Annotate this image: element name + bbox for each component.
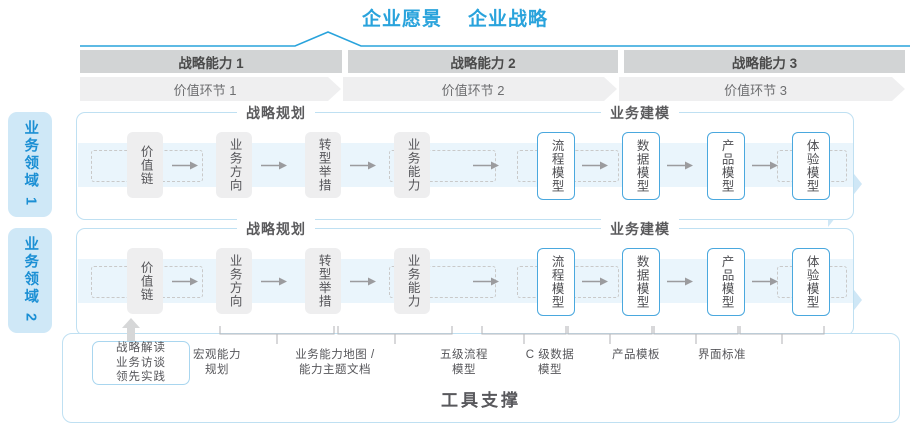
- tool-label-line1: 五级流程: [440, 349, 488, 361]
- domain-tab-1[interactable]: 业务领域 1: [8, 112, 52, 217]
- arrow-icon: [350, 277, 376, 286]
- capability-header-row: 战略能力 1 战略能力 2 战略能力 3: [80, 50, 905, 73]
- title-enterprise-vision: 企业愿景: [361, 8, 442, 30]
- domain-row-1: 战略规划 业务建模 价值链 业务方向 转型举措 业务能力 流程模型 数据模型 产…: [76, 103, 854, 220]
- process-box-label: 流程模型: [549, 139, 564, 193]
- arrow-icon: [667, 161, 693, 170]
- capability-bar-3[interactable]: 战略能力 3: [624, 50, 905, 73]
- process-box-label: 数据模型: [634, 139, 649, 193]
- tool-label-line1: 业务能力地图 /: [295, 349, 375, 361]
- section-label-strategic-planning-2: 战略规划: [237, 219, 315, 239]
- process-box-transformation-2[interactable]: 转型举措: [305, 248, 341, 314]
- process-box-business-capability-2[interactable]: 业务能力: [394, 248, 430, 314]
- process-box-label: 业务方向: [227, 254, 242, 308]
- process-box-business-capability-1[interactable]: 业务能力: [394, 132, 430, 198]
- tool-label-line1: C 级数据: [525, 349, 575, 361]
- value-chain-background: [80, 77, 905, 101]
- process-box-data-model-2[interactable]: 数据模型: [622, 248, 660, 316]
- process-box-label: 业务能力: [405, 138, 420, 192]
- process-box-business-direction-1[interactable]: 业务方向: [216, 132, 252, 198]
- process-box-experience-model-2[interactable]: 体验模型: [792, 248, 830, 316]
- arrow-icon: [473, 277, 499, 286]
- value-chain-label-1[interactable]: 价值环节 1: [173, 82, 237, 98]
- value-chain-label-3[interactable]: 价值环节 3: [724, 82, 787, 98]
- tool-label-line2: 模型: [538, 363, 562, 376]
- process-box-label: 业务方向: [227, 138, 242, 192]
- value-chain-label-2[interactable]: 价值环节 2: [441, 82, 505, 98]
- header-titles: 企业愿景 企业战略: [0, 4, 910, 30]
- tool-label-line1: 界面标准: [698, 349, 746, 361]
- process-box-transformation-1[interactable]: 转型举措: [305, 132, 341, 198]
- process-box-label: 体验模型: [804, 255, 819, 309]
- process-box-process-model-1[interactable]: 流程模型: [537, 132, 575, 200]
- process-box-label: 数据模型: [634, 255, 649, 309]
- tool-label-2: 业务能力地图 / 能力主题文档: [270, 348, 400, 378]
- tool-label-1: 宏观能力 规划: [162, 348, 272, 378]
- process-box-experience-model-1[interactable]: 体验模型: [792, 132, 830, 200]
- process-box-label: 业务能力: [405, 254, 420, 308]
- capability-bar-1[interactable]: 战略能力 1: [80, 50, 342, 73]
- strategy-interpretation-box[interactable]: 战略解读 业务访谈 领先实践: [92, 341, 190, 385]
- tool-label-5: 产品模板: [581, 348, 691, 363]
- process-box-process-model-2[interactable]: 流程模型: [537, 248, 575, 316]
- section-label-business-modeling-2: 业务建模: [601, 219, 679, 239]
- arrow-icon: [582, 277, 608, 286]
- process-box-label: 产品模型: [719, 255, 734, 309]
- section-label-business-modeling-1: 业务建模: [601, 103, 679, 123]
- blue-connector-line: [80, 31, 910, 47]
- tool-label-line1: 宏观能力: [193, 349, 241, 361]
- section-label-strategic-planning-1: 战略规划: [237, 103, 315, 123]
- domain-tab-1-label: 业务领域 1: [22, 120, 39, 209]
- tool-label-line2: 能力主题文档: [299, 363, 371, 376]
- tool-support-title: 工具支撑: [441, 391, 521, 410]
- process-box-label: 价值链: [138, 144, 153, 186]
- arrow-icon: [473, 161, 499, 170]
- strategy-line-1: 战略解读: [116, 341, 166, 354]
- capability-bar-2[interactable]: 战略能力 2: [348, 50, 618, 73]
- process-box-value-chain-1[interactable]: 价值链: [127, 132, 163, 198]
- process-box-product-model-1[interactable]: 产品模型: [707, 132, 745, 200]
- process-box-label: 体验模型: [804, 139, 819, 193]
- arrow-icon: [261, 161, 287, 170]
- tool-label-line2: 规划: [205, 363, 229, 376]
- domain-tab-2-label: 业务领域 2: [22, 236, 39, 325]
- process-box-value-chain-2[interactable]: 价值链: [127, 248, 163, 314]
- process-box-label: 转型举措: [316, 254, 331, 308]
- bracket-connectors: [219, 326, 825, 344]
- process-box-label: 转型举措: [316, 138, 331, 192]
- chevron-notch-2: [604, 77, 619, 101]
- chevron-notch-1: [328, 77, 343, 101]
- tool-support-container: 工具支撑: [62, 333, 900, 423]
- domain-row-2: 战略规划 业务建模 价值链 业务方向 转型举措 业务能力 流程模型 数据模型 产…: [76, 219, 854, 336]
- strategy-line-2: 业务访谈: [116, 356, 166, 369]
- tool-label-line1: 产品模板: [612, 349, 660, 361]
- arrow-icon: [350, 161, 376, 170]
- domain-tab-2[interactable]: 业务领域 2: [8, 228, 52, 333]
- process-box-label: 产品模型: [719, 139, 734, 193]
- value-chain-row: 价值环节 1 价值环节 2 价值环节 3: [80, 77, 905, 101]
- title-enterprise-strategy: 企业战略: [468, 8, 549, 30]
- process-box-product-model-2[interactable]: 产品模型: [707, 248, 745, 316]
- tool-label-line2: 模型: [452, 363, 476, 376]
- arrow-icon: [261, 277, 287, 286]
- arrow-icon: [752, 277, 778, 286]
- tool-label-6: 界面标准: [667, 348, 777, 363]
- process-box-label: 流程模型: [549, 255, 564, 309]
- arrow-icon: [752, 161, 778, 170]
- arrow-icon: [582, 161, 608, 170]
- arrow-icon: [667, 277, 693, 286]
- strategy-line-3: 领先实践: [116, 371, 166, 384]
- process-box-data-model-1[interactable]: 数据模型: [622, 132, 660, 200]
- tool-label-4: C 级数据 模型: [495, 348, 605, 378]
- tool-label-3: 五级流程 模型: [409, 348, 519, 378]
- process-box-label: 价值链: [138, 260, 153, 302]
- arrow-icon: [172, 277, 198, 286]
- arrow-icon: [172, 161, 198, 170]
- process-box-business-direction-2[interactable]: 业务方向: [216, 248, 252, 314]
